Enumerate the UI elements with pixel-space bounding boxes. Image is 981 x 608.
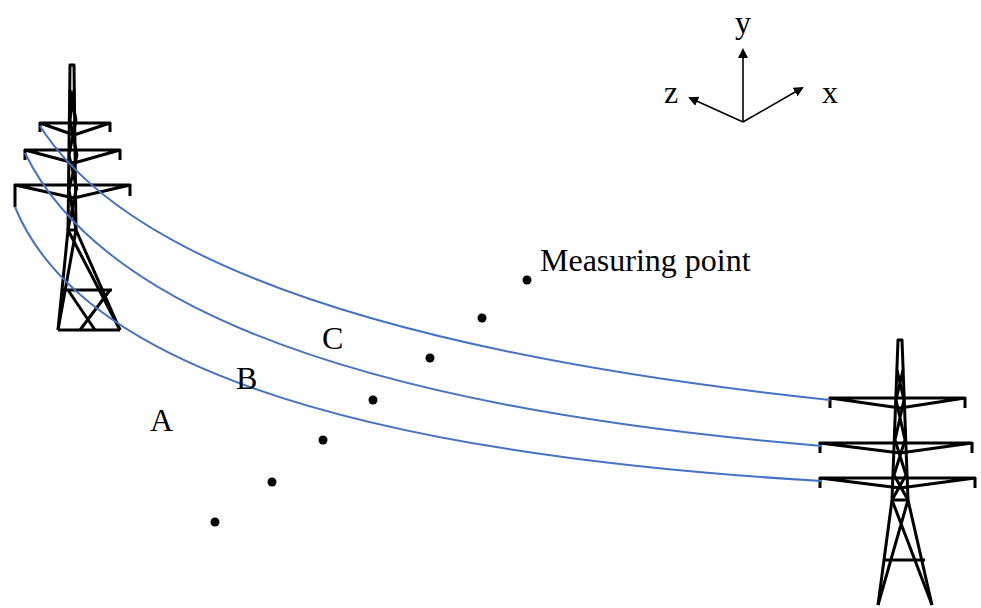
- point-label: Measuring point: [540, 244, 751, 276]
- axis-label: y: [735, 6, 751, 38]
- phase-label: A: [150, 404, 173, 436]
- axis-label: z: [664, 76, 678, 108]
- measuring-dots: [211, 276, 532, 527]
- axis-arrows: [690, 50, 802, 122]
- left-tower: [15, 65, 130, 330]
- axis-label: x: [822, 76, 838, 108]
- phase-label: B: [236, 362, 257, 394]
- phase-label: C: [322, 322, 343, 354]
- right-tower: [820, 340, 975, 605]
- conductor-lines: [15, 126, 830, 481]
